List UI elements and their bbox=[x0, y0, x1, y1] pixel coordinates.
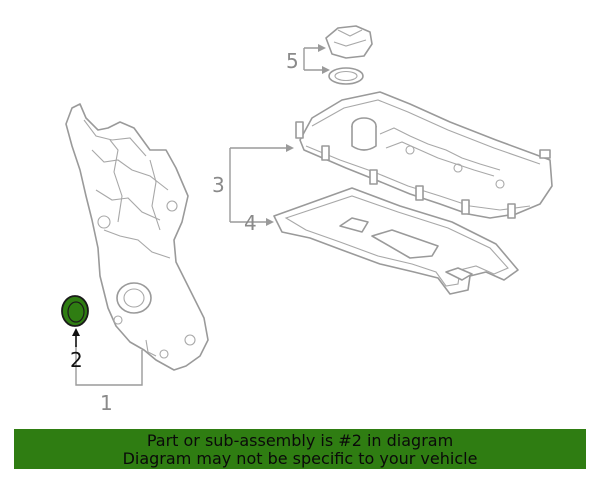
valve-cover-gasket bbox=[273, 187, 519, 295]
callout-4: 4 bbox=[244, 211, 257, 235]
arrow-head-4 bbox=[266, 218, 274, 226]
arrow-head-5b bbox=[322, 66, 330, 74]
parts-diagram: 1 2 5 bbox=[61, 25, 553, 415]
banner-line-1: Part or sub-assembly is #2 in diagram bbox=[146, 431, 454, 450]
oil-filler-cap bbox=[325, 25, 373, 59]
info-banner: Part or sub-assembly is #2 in diagram Di… bbox=[14, 429, 586, 469]
callout-3: 3 bbox=[212, 173, 225, 197]
arrow-head-5a bbox=[318, 44, 326, 52]
front-crankshaft-seal[interactable] bbox=[61, 295, 89, 327]
filler-cap-seal bbox=[328, 67, 364, 85]
callout-5: 5 bbox=[286, 49, 299, 73]
arrow-head-3 bbox=[286, 144, 294, 152]
timing-cover bbox=[65, 103, 209, 371]
arrow-head-2 bbox=[72, 328, 80, 336]
callout-2: 2 bbox=[70, 348, 83, 372]
leader-3-4 bbox=[229, 147, 290, 223]
leader-1 bbox=[75, 345, 143, 386]
valve-cover bbox=[295, 91, 553, 219]
banner-line-2: Diagram may not be specific to your vehi… bbox=[122, 449, 478, 468]
callout-1: 1 bbox=[100, 391, 113, 415]
